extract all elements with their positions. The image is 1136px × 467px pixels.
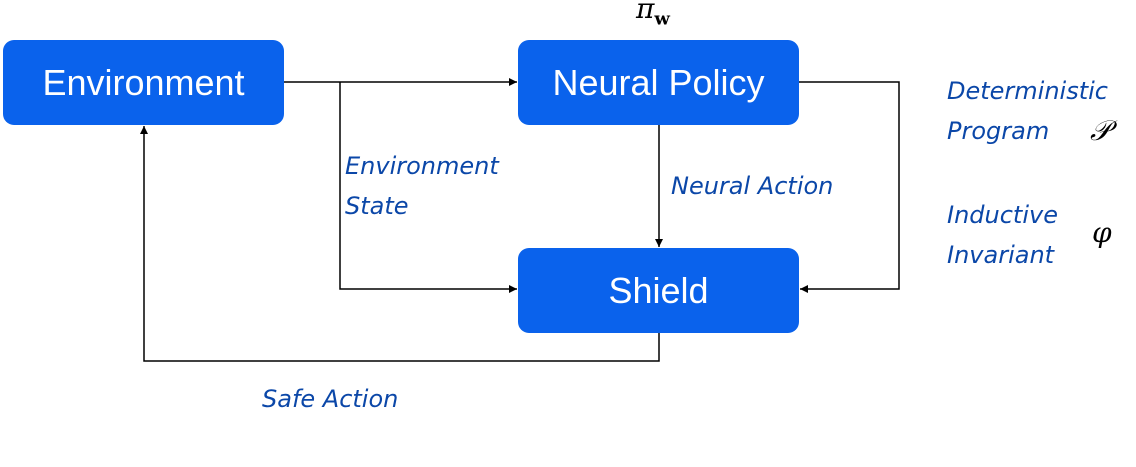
neural-policy-node: Neural Policy: [518, 40, 799, 125]
program-label-line1: Deterministic: [947, 77, 1108, 105]
program-symbol: 𝒫: [1090, 114, 1111, 147]
environment-state-label-line1: Environment: [345, 152, 499, 180]
neural-policy-label: Neural Policy: [552, 61, 765, 103]
environment-label: Environment: [42, 61, 245, 103]
program-label-line2: Program: [947, 117, 1050, 145]
policy-symbol-pi: π: [636, 0, 655, 25]
invariant-label-line2: Invariant: [947, 241, 1055, 269]
arrow-shield-to-environment: [140, 126, 660, 362]
safe-action-label: Safe Action: [262, 385, 399, 413]
invariant-symbol: φ: [1092, 216, 1112, 249]
policy-symbol: πw: [636, 0, 670, 35]
neural-action-label: Neural Action: [671, 172, 834, 200]
policy-symbol-subscript: w: [654, 8, 670, 30]
environment-node: Environment: [3, 40, 284, 125]
shield-node: Shield: [518, 248, 799, 333]
arrow-state-to-shield: [339, 82, 517, 293]
arrow-program-to-shield: [799, 81, 900, 293]
shield-label: Shield: [608, 269, 709, 311]
environment-state-label-line2: State: [345, 192, 409, 220]
invariant-label-line1: Inductive: [947, 201, 1058, 229]
